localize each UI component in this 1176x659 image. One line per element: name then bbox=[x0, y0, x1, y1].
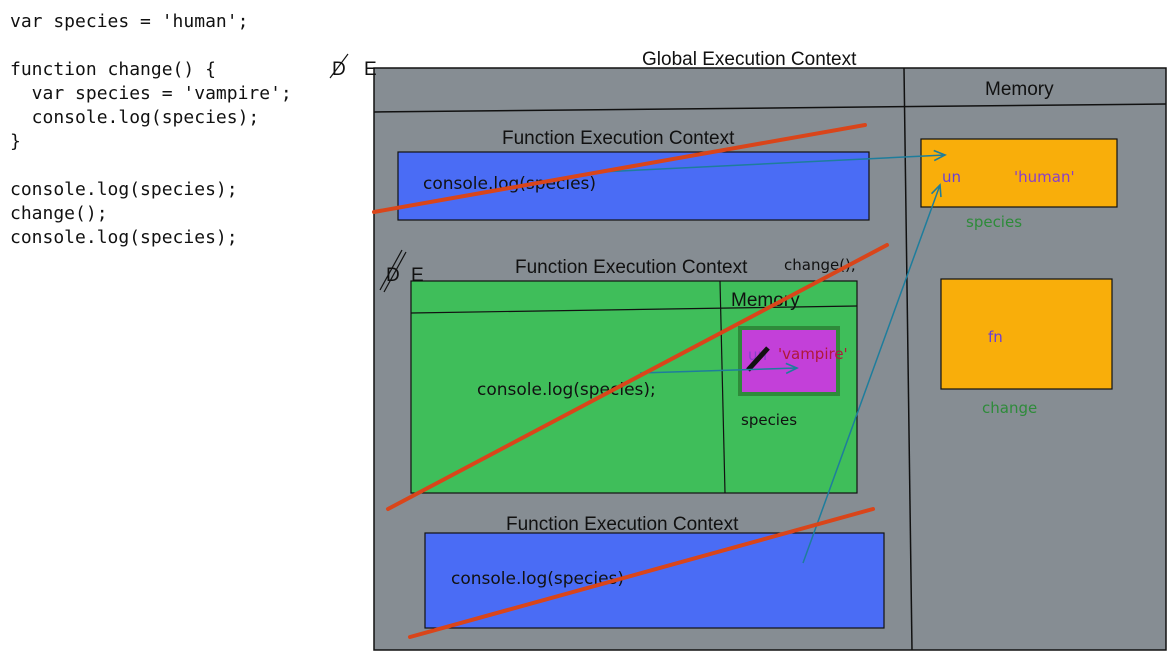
species-memory-slot bbox=[920, 138, 1118, 208]
strike-line-middle bbox=[386, 243, 889, 511]
vampire-old-value-scratch bbox=[746, 346, 770, 372]
strike-line-bottom bbox=[408, 507, 875, 639]
lookup-arrow-bottom bbox=[802, 183, 942, 564]
code-line: } bbox=[10, 131, 21, 152]
fec-middle-title: Function Execution Context bbox=[515, 257, 748, 278]
global-context-title: Global Execution Context bbox=[642, 49, 857, 70]
fec-middle-code: console.log(species); bbox=[477, 380, 656, 400]
global-memory-divider bbox=[903, 67, 913, 651]
fec-declaration-strike-1 bbox=[379, 249, 403, 291]
global-header-divider bbox=[373, 103, 1167, 113]
lookup-arrow-top bbox=[599, 149, 947, 173]
change-var-name: change bbox=[982, 399, 1037, 417]
fec-middle-memory-divider bbox=[719, 280, 726, 494]
change-memory-slot bbox=[940, 278, 1113, 390]
code-line: change(); bbox=[10, 203, 108, 224]
declaration-mark: D bbox=[332, 59, 346, 80]
declaration-strike bbox=[329, 53, 349, 79]
code-line: var species = 'vampire'; bbox=[10, 83, 292, 104]
execution-mark: E bbox=[364, 59, 377, 80]
vampire-var-name: species bbox=[741, 411, 797, 429]
strike-line-top bbox=[372, 123, 867, 214]
fec-bottom-code: console.log(species) bbox=[451, 569, 624, 589]
fec-middle-header-divider bbox=[410, 305, 858, 314]
species-var-name: species bbox=[966, 213, 1022, 231]
species-old-value: un bbox=[942, 168, 961, 186]
vampire-value: 'vampire' bbox=[778, 345, 848, 363]
lookup-arrow-middle bbox=[639, 362, 799, 375]
fec-declaration-strike-2 bbox=[383, 251, 407, 293]
code-line: console.log(species); bbox=[10, 107, 260, 128]
fec-middle-memory-header: Memory bbox=[731, 290, 800, 311]
code-line: console.log(species); bbox=[10, 179, 238, 200]
code-line: var species = 'human'; bbox=[10, 11, 249, 32]
fec-top-title: Function Execution Context bbox=[502, 128, 735, 149]
change-value: fn bbox=[988, 328, 1003, 346]
code-line: console.log(species); bbox=[10, 227, 238, 248]
global-memory-header: Memory bbox=[985, 79, 1054, 100]
code-line: function change() { bbox=[10, 59, 216, 80]
code-snippet: var species = 'human'; function change() … bbox=[10, 10, 292, 250]
fec-bottom-title: Function Execution Context bbox=[506, 514, 739, 535]
species-value: 'human' bbox=[1014, 168, 1075, 186]
vampire-old-value: un bbox=[748, 346, 767, 364]
